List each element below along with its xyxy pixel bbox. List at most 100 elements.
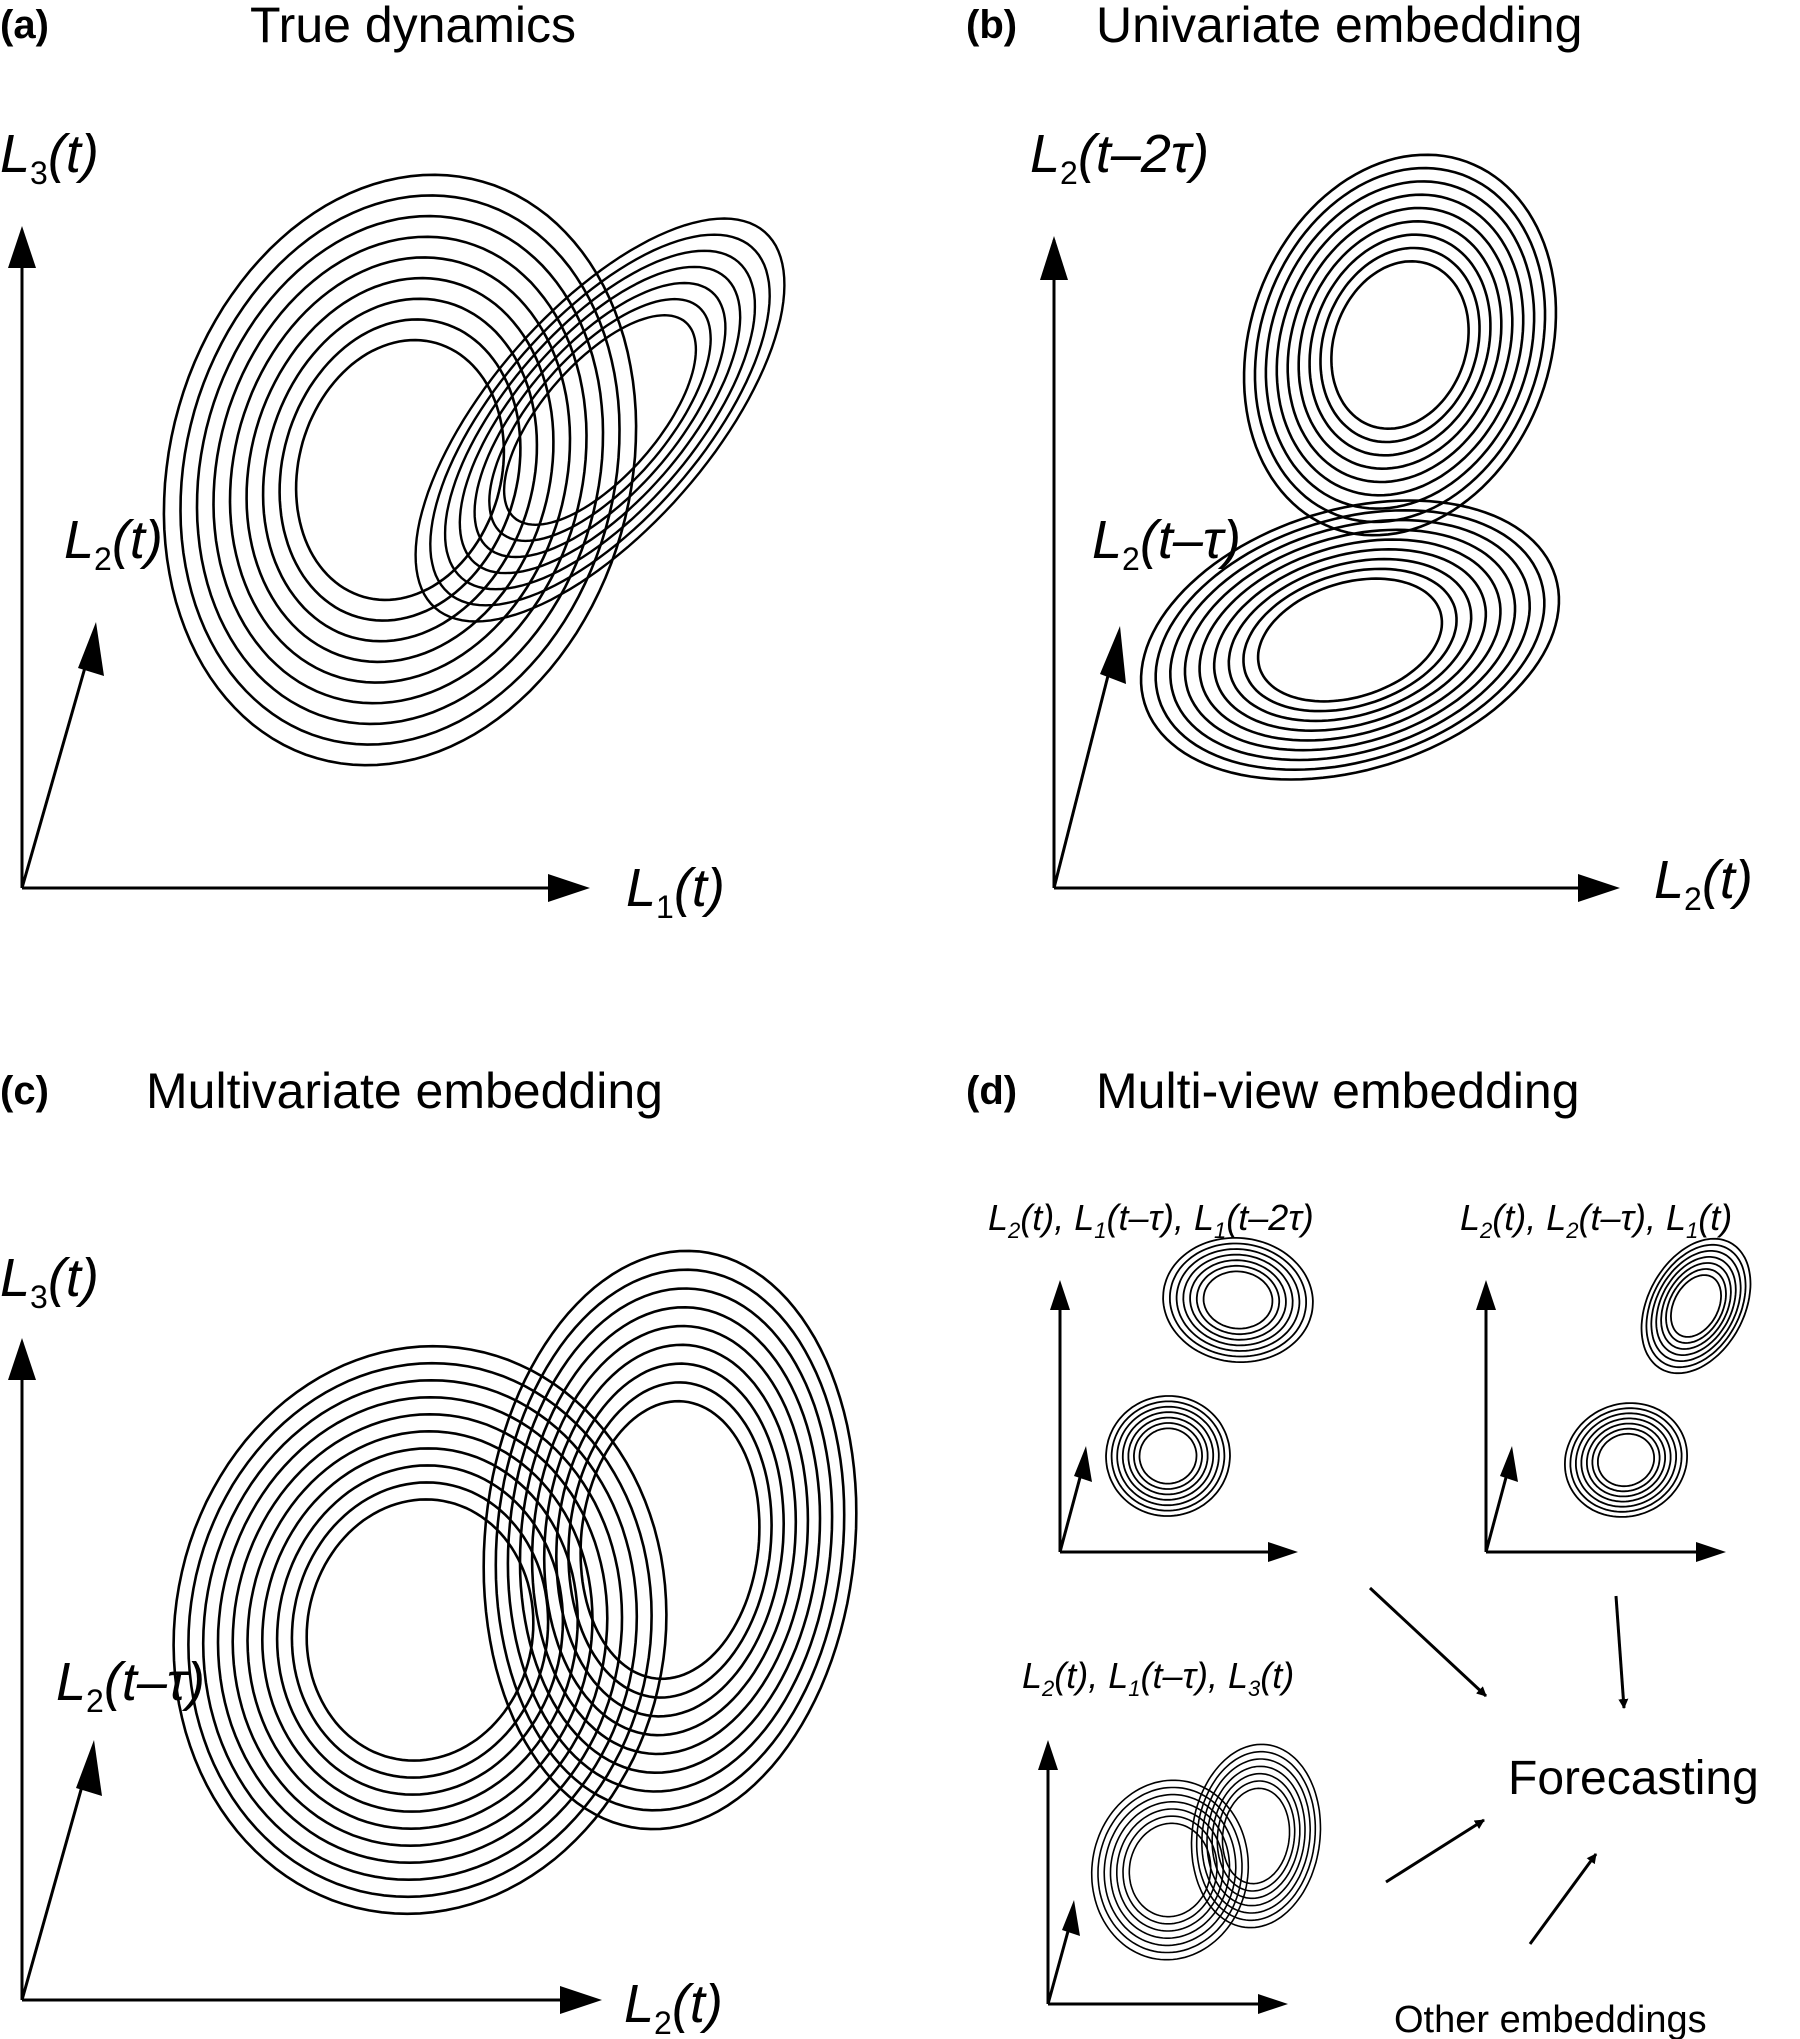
- panel-d-view-2: L2(t), L2(t–τ), L1(t): [1460, 1197, 1752, 1562]
- arrow-view-1-to-forecasting: [1368, 1586, 1488, 1698]
- trajectory-loop: [1597, 1432, 1655, 1488]
- trajectory-loop: [1242, 153, 1558, 537]
- trajectory-loop: [1195, 1264, 1281, 1336]
- trajectory-loop: [443, 249, 757, 591]
- trajectory-loop: [429, 233, 771, 607]
- trajectory-loop: [1297, 219, 1503, 471]
- panel-d-view-3-attractor: [1090, 1743, 1322, 1961]
- trajectory-loop: [488, 297, 712, 543]
- trajectory-loop: [579, 1399, 761, 1681]
- panel-d-view-2-axis-depth: [1484, 1469, 1510, 1553]
- panel-b-label-depth: L2(t–τ): [1092, 510, 1241, 577]
- trajectory-loop: [278, 318, 522, 622]
- trajectory-loop: [567, 1381, 773, 1699]
- panel-b-label-horizontal: L2(t): [1654, 850, 1753, 917]
- trajectory-loop: [1110, 1400, 1226, 1512]
- trajectory-loop: [1182, 1253, 1294, 1347]
- trajectory-loop: [1330, 259, 1470, 431]
- trajectory-loop: [294, 338, 506, 602]
- trajectory-loop: [1127, 1416, 1209, 1496]
- trajectory-loop: [518, 1305, 822, 1775]
- trajectory-loop: [1569, 1407, 1683, 1513]
- trajectory-loop: [1286, 206, 1514, 484]
- trajectory-loop: [1665, 1268, 1727, 1344]
- trajectory-loop: [1275, 193, 1525, 497]
- panel-b-title: Univariate embedding: [1096, 0, 1582, 53]
- trajectory-loop: [261, 297, 539, 643]
- trajectory-loop: [1242, 567, 1458, 713]
- trajectory-loop: [201, 1378, 639, 1882]
- panel-d-view-3-axis-depth: [1046, 1923, 1072, 2005]
- panel-a-label-horizontal: L1(t): [626, 858, 725, 925]
- panel-a-title: True dynamics: [250, 0, 576, 53]
- trajectory-loop: [1175, 1248, 1301, 1352]
- panel-d-view-3-arrowhead-vertical: [1038, 1740, 1058, 1770]
- trajectory-loop: [1109, 1801, 1231, 1939]
- trajectory-loop: [502, 313, 698, 527]
- trajectory-loop: [1645, 1243, 1747, 1369]
- trajectory-loop: [195, 214, 605, 726]
- panel-c-infinity-attractor: [172, 1249, 858, 1916]
- trajectory-loop: [1195, 1750, 1317, 1922]
- panel-c-letter: (c): [0, 1069, 49, 1113]
- panel-a-arrowhead-horizontal: [548, 874, 590, 902]
- arrow-view-3-to-forecasting: [1385, 1818, 1485, 1884]
- trajectory-loop: [1216, 1780, 1296, 1892]
- panel-c-arrowhead-vertical: [8, 1338, 36, 1380]
- panel-d: (d) Multi-view embedding L2(t), L1(t–τ),…: [966, 1063, 1759, 2039]
- trajectory-loop: [275, 1464, 565, 1796]
- trajectory-loop: [1227, 557, 1473, 723]
- trajectory-loop: [1168, 518, 1532, 762]
- trajectory-loop: [1591, 1427, 1661, 1493]
- trajectory-loop: [1575, 1412, 1677, 1508]
- panel-d-view-1-arrowhead-vertical: [1050, 1280, 1070, 1310]
- trajectory-loop: [482, 1249, 858, 1831]
- trajectory-loop: [494, 1268, 846, 1812]
- trajectory-loop: [1116, 1808, 1224, 1932]
- panel-b-arrowhead-vertical: [1040, 236, 1068, 280]
- trajectory-loop: [179, 194, 621, 746]
- arrow-other-to-forecasting: [1528, 1853, 1598, 1945]
- panel-b-arrowhead-horizontal: [1578, 874, 1620, 902]
- trajectory-loop: [1202, 1270, 1274, 1330]
- trajectory-loop: [1200, 1758, 1312, 1914]
- trajectory-loop: [1211, 1772, 1301, 1900]
- panel-d-view-3-label: L2(t), L1(t–τ), L3(t): [1022, 1655, 1294, 1701]
- trajectory-loop: [1097, 1786, 1243, 1954]
- trajectory-loop: [1090, 1779, 1250, 1961]
- trajectory-loop: [473, 281, 727, 559]
- panel-d-view-2-arrowhead-depth: [1500, 1446, 1518, 1482]
- trajectory-loop: [260, 1447, 580, 1813]
- trajectory-loop: [187, 1361, 653, 1899]
- trajectory-loop: [1655, 1256, 1737, 1356]
- panel-c: (c) Multivariate embedding L3(t) L2(t–τ)…: [0, 1063, 858, 2039]
- trajectory-loop: [1183, 528, 1517, 752]
- panel-b-label-vertical: L2(t–2τ): [1030, 124, 1209, 191]
- trajectory-loop: [1128, 1822, 1212, 1918]
- trajectory-loop: [414, 217, 786, 623]
- panel-d-view-1-attractor: [1105, 1237, 1314, 1517]
- trajectory-loop: [1122, 1815, 1218, 1925]
- trajectory-loop: [1189, 1259, 1287, 1341]
- trajectory-loop: [305, 1498, 535, 1762]
- panel-c-arrowhead-depth: [76, 1740, 102, 1796]
- trajectory-loop: [1139, 499, 1561, 781]
- panel-c-label-depth: L2(t–τ): [56, 1652, 205, 1719]
- trajectory-loop: [216, 1395, 624, 1865]
- trajectory-loop: [290, 1481, 550, 1779]
- trajectory-loop: [228, 256, 572, 684]
- trajectory-loop: [1212, 547, 1488, 733]
- panel-b-arrowhead-depth: [1100, 626, 1126, 684]
- trajectory-loop: [1669, 1274, 1723, 1338]
- arrow-view-2-to-forecasting: [1614, 1595, 1629, 1709]
- panel-c-axis-depth: [20, 1771, 88, 2001]
- trajectory-loop: [1162, 1237, 1314, 1363]
- panel-a-axis-depth: [20, 649, 92, 889]
- trajectory-loop: [1640, 1237, 1752, 1375]
- panel-c-title: Multivariate embedding: [146, 1063, 663, 1119]
- trajectory-loop: [246, 1429, 594, 1831]
- trajectory-loop: [162, 173, 638, 767]
- panel-d-view-3-arrowhead-depth: [1062, 1900, 1080, 1936]
- trajectory-loop: [1138, 1427, 1198, 1485]
